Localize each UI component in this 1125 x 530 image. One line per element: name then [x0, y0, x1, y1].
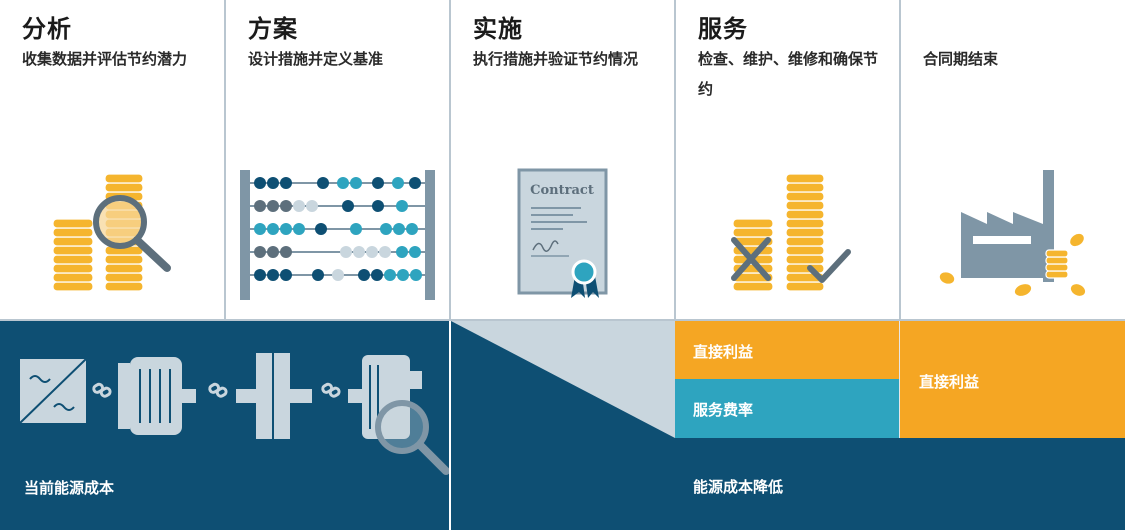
column-divider	[224, 0, 226, 320]
stage-analysis: 分析 收集数据并评估节约潜力	[0, 0, 224, 320]
stage-service: 服务 检查、维护、维修和确保节约	[676, 0, 899, 320]
stage-contract-end: 合同期结束	[901, 0, 1125, 320]
stage-title: 服务	[698, 15, 748, 43]
stage-desc: 收集数据并评估节约潜力	[22, 50, 188, 68]
service-rate-label: 服务费率	[693, 401, 754, 419]
direct-benefit-label: 直接利益	[919, 373, 980, 391]
stage-desc: 设计措施并定义基准	[248, 50, 384, 68]
stage-plan: 方案 设计措施并定义基准	[226, 0, 449, 320]
stage-title: 实施	[473, 15, 523, 43]
section-divider	[0, 319, 1125, 321]
coins-check-icon	[731, 173, 851, 292]
reduction-wedge	[451, 321, 675, 438]
service-rate-segment: 服务费率	[675, 379, 899, 438]
direct-benefit-segment-end: 直接利益	[900, 321, 1125, 438]
stage-desc: 执行措施并验证节约情况	[473, 50, 639, 68]
column-divider	[899, 0, 901, 320]
contract-icon: Contract	[517, 168, 608, 298]
stage-desc: 检查、维护、维修和确保节约	[698, 50, 879, 98]
column-divider	[674, 0, 676, 320]
stage-implementation: 实施 执行措施并验证节约情况 Contract	[451, 0, 674, 320]
direct-benefit-label: 直接利益	[693, 343, 754, 361]
contract-label: Contract	[530, 183, 594, 198]
abacus-icon	[240, 170, 435, 300]
factory-coins-icon	[938, 170, 1087, 298]
stage-title: 分析	[22, 15, 72, 43]
direct-benefit-segment: 直接利益	[675, 321, 899, 379]
coins-magnifier-icon	[52, 173, 171, 292]
segment-divider	[899, 321, 900, 438]
stage-title: 方案	[248, 15, 298, 43]
drive-train-icon	[19, 353, 449, 475]
energy-cost-reduction-label: 能源成本降低	[693, 478, 784, 496]
current-energy-cost-panel: 当前能源成本	[0, 321, 449, 530]
stage-desc: 合同期结束	[923, 50, 999, 68]
energy-cost-reduction-panel: 能源成本降低	[675, 438, 1125, 530]
column-divider	[449, 0, 451, 320]
current-energy-cost-label: 当前能源成本	[24, 479, 115, 497]
